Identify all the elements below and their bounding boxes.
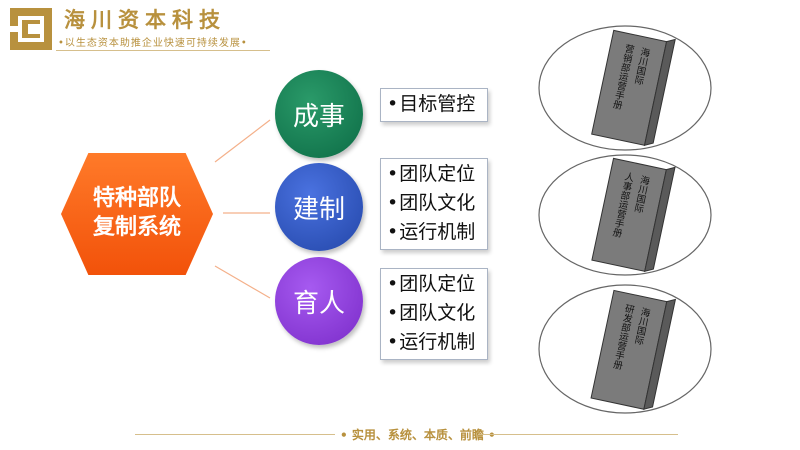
list-item: 目标管控 bbox=[387, 90, 487, 119]
list-item: 运行机制 bbox=[387, 218, 487, 247]
branch-label: 建制 bbox=[292, 194, 345, 225]
branch-items-box-2: 团队定位 团队文化 运行机制 bbox=[380, 158, 488, 250]
branch-circle-chengshi: 成事 bbox=[275, 70, 363, 158]
list-item: 团队定位 bbox=[387, 160, 487, 189]
list-item: 团队文化 bbox=[387, 299, 487, 328]
tagline-divider bbox=[56, 50, 270, 51]
center-hexagon: 特种部队 复制系统 bbox=[61, 153, 213, 275]
book-illustration-2: 人事部运营手册 海川国际 bbox=[538, 154, 712, 276]
list-item: 运行机制 bbox=[387, 328, 487, 357]
branch-items-box-1: 目标管控 bbox=[380, 88, 488, 122]
branch-items-box-3: 团队定位 团队文化 运行机制 bbox=[380, 268, 488, 360]
branch-label: 成事 bbox=[292, 101, 345, 132]
center-title-line1: 特种部队 bbox=[92, 186, 181, 212]
list-item: 团队定位 bbox=[387, 270, 487, 299]
book-illustration-1: 营销部运营手册 海川国际 bbox=[538, 25, 712, 151]
brand-tagline: •以生态资本助推企业快速可持续发展• bbox=[58, 38, 248, 49]
footer-slogan: • 实用、系统、本质、前瞻 • bbox=[340, 428, 496, 442]
brand-name: 海川资本科技 bbox=[64, 8, 226, 32]
list-item: 团队文化 bbox=[387, 189, 487, 218]
footer-divider-left bbox=[135, 434, 335, 435]
footer-divider-right bbox=[478, 434, 678, 435]
branch-label: 育人 bbox=[292, 288, 345, 319]
center-title-line2: 复制系统 bbox=[92, 215, 181, 240]
logo-icon bbox=[10, 8, 52, 50]
branch-circle-jianzhi: 建制 bbox=[275, 163, 363, 251]
book-illustration-3: 研发部运营手册 海川国际 bbox=[538, 284, 712, 414]
branch-circle-yuren: 育人 bbox=[275, 257, 363, 345]
